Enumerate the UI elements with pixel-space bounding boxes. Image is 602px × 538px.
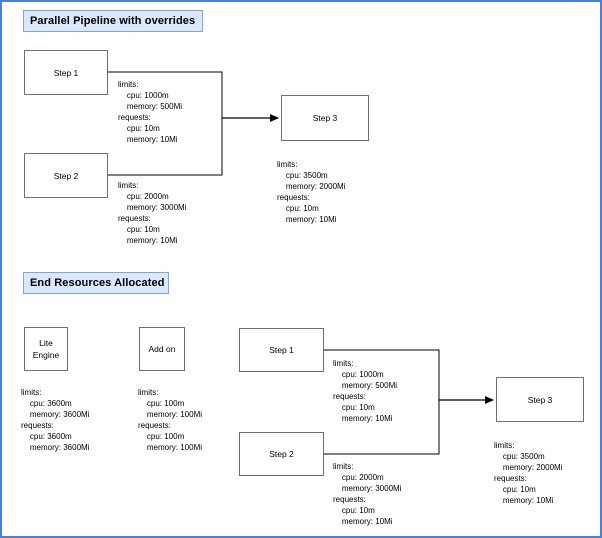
bottom-node-add-on[interactable]: Add on [139, 327, 185, 371]
section-title-parallel-pipeline: Parallel Pipeline with overrides [23, 10, 203, 32]
top-resources-step-1: limits: cpu: 1000m memory: 500Mi request… [118, 80, 183, 144]
bottom-node-step-1[interactable]: Step 1 [239, 328, 324, 372]
section-title-end-resources: End Resources Allocated [23, 272, 169, 294]
bottom-node-lite-engine[interactable]: Lite Engine [24, 327, 68, 371]
top-resources-step-2: limits: cpu: 2000m memory: 3000Mi reques… [118, 181, 187, 245]
bottom-resources-step-2: limits: cpu: 2000m memory: 3000Mi reques… [333, 462, 402, 526]
bottom-resources-lite-engine: limits: cpu: 3600m memory: 3600Mi reques… [21, 388, 90, 452]
top-resources-step-3: limits: cpu: 3500m memory: 2000Mi reques… [277, 160, 346, 224]
bottom-node-step-3[interactable]: Step 3 [496, 377, 584, 422]
top-node-step-3[interactable]: Step 3 [281, 95, 369, 141]
top-node-step-2[interactable]: Step 2 [24, 153, 108, 198]
bottom-resources-add-on: limits: cpu: 100m memory: 100Mi requests… [138, 388, 203, 452]
top-node-step-1[interactable]: Step 1 [24, 50, 108, 95]
bottom-resources-step-1: limits: cpu: 1000m memory: 500Mi request… [333, 359, 398, 423]
bottom-resources-step-3: limits: cpu: 3500m memory: 2000Mi reques… [494, 441, 563, 505]
bottom-node-step-2[interactable]: Step 2 [239, 432, 324, 476]
